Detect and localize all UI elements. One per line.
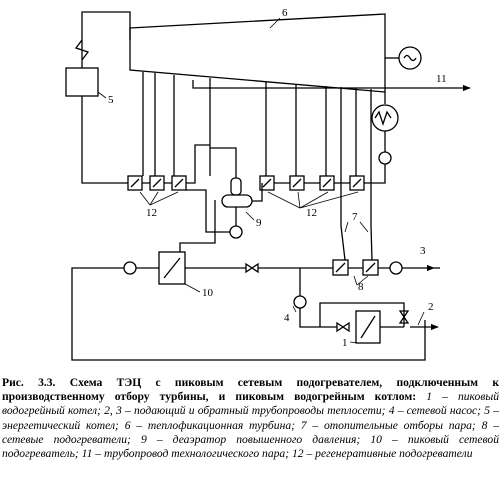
turbine bbox=[129, 13, 386, 93]
label-10: 10 bbox=[202, 287, 214, 299]
label-12-right: 12 bbox=[306, 207, 317, 219]
network-pump-icon bbox=[293, 295, 307, 309]
thermal-scheme-diagram: 5 6 11 12 12 9 7 3 8 10 4 2 1 bbox=[65, 7, 471, 361]
figure-caption: Рис. 3.3. Схема ТЭЦ с пиковым сетевым по… bbox=[2, 376, 499, 461]
power-boiler bbox=[65, 67, 99, 97]
label-3: 3 bbox=[420, 245, 426, 257]
process-steam-line bbox=[192, 80, 471, 92]
condensate-pump-icon bbox=[378, 151, 392, 165]
label-6: 6 bbox=[282, 7, 288, 19]
label-8: 8 bbox=[358, 281, 364, 293]
label-7: 7 bbox=[352, 211, 358, 223]
return-pump-icon bbox=[389, 261, 403, 275]
caption-legend: 1 – пиковый водогрейный котел; 2, 3 – по… bbox=[2, 390, 499, 461]
label-9: 9 bbox=[256, 217, 262, 229]
label-12-left: 12 bbox=[146, 207, 157, 219]
label-1: 1 bbox=[342, 337, 348, 349]
caption-title: Рис. 3.3. Схема ТЭЦ с пиковым сетевым по… bbox=[2, 376, 499, 404]
peak-pump-icon bbox=[123, 261, 137, 275]
main-steam-line bbox=[74, 11, 131, 68]
deaerator bbox=[221, 194, 253, 208]
label-4: 4 bbox=[284, 312, 290, 324]
heating-extraction-lines bbox=[340, 87, 373, 261]
label-5: 5 bbox=[108, 94, 114, 106]
label-2: 2 bbox=[428, 301, 434, 313]
label-11: 11 bbox=[436, 73, 447, 85]
feedwater-line bbox=[81, 96, 120, 184]
feed-pump-icon bbox=[229, 225, 243, 239]
